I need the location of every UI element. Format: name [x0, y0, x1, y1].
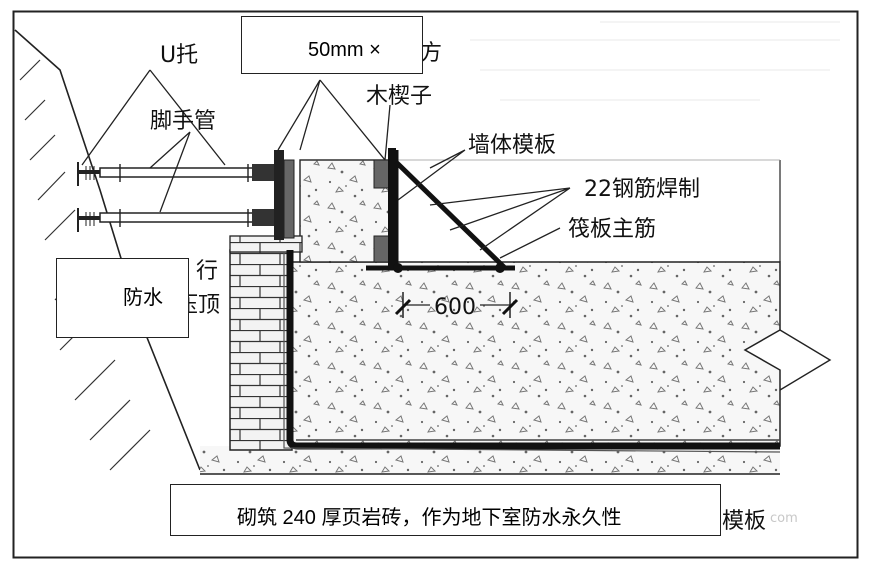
- waterproof-layer: [286, 250, 780, 450]
- steel-bracket: [366, 150, 515, 273]
- break-line: [779, 329, 832, 391]
- watermark: com: [770, 511, 798, 526]
- brick-wall: [229, 249, 293, 451]
- annotation-box-bottom: 砌筑 240 厚页岩砖，作为地下室防水永久性: [170, 484, 721, 536]
- wall-formwork-right: [388, 148, 396, 268]
- label-fragment-top-right: 方: [420, 41, 442, 66]
- annotation-top-text: 50mm ×: [308, 39, 381, 61]
- leader-lines: [81, 69, 571, 259]
- wall-formwork-left: [274, 150, 284, 240]
- label-raft-main-rebar: 筏板主筋: [568, 217, 656, 242]
- annotation-box-left: 防水: [56, 258, 189, 338]
- background-texture: [470, 21, 840, 101]
- scaffold-pipes: [77, 162, 275, 232]
- label-wall-formwork: 墙体模板: [468, 133, 556, 158]
- raft-slab: [289, 261, 781, 447]
- label-rebar-weld: 22钢筋焊制: [584, 177, 700, 202]
- label-wood-wedge: 木楔子: [366, 84, 432, 109]
- annotation-box-top: 50mm ×: [241, 16, 423, 74]
- soil-slope: [15, 30, 200, 470]
- label-scaffold-pipe: 脚手管: [150, 109, 216, 134]
- label-fragment-left-1: 行: [196, 259, 218, 284]
- dimension-600: [394, 292, 519, 318]
- label-fragment-bottom-right: 模板: [722, 509, 766, 534]
- dimension-text: 600: [434, 295, 476, 320]
- label-u-support: U托: [160, 43, 198, 68]
- annotation-bottom-text: 砌筑 240 厚页岩砖，作为地下室防水永久性: [237, 507, 622, 529]
- wood-wedge: [373, 159, 391, 189]
- annotation-left-text: 防水: [123, 287, 163, 309]
